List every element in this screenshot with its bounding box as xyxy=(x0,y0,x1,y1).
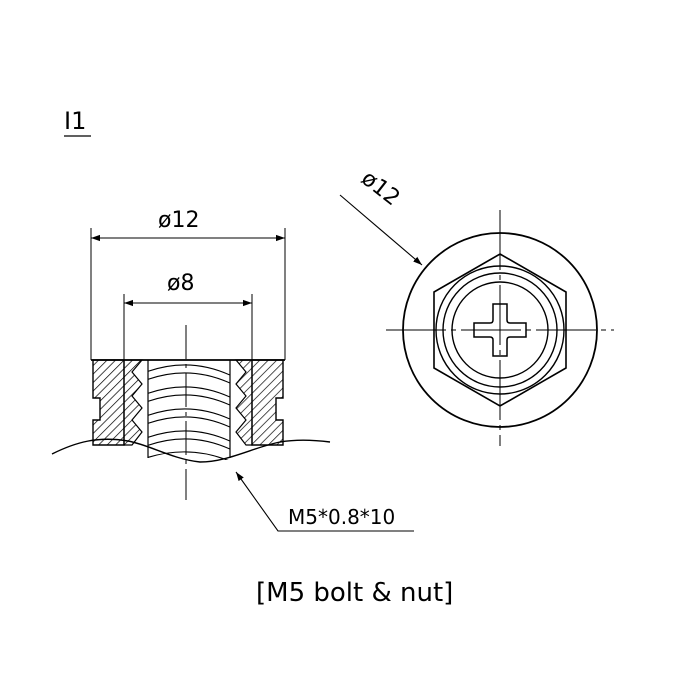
right-wall-section xyxy=(251,359,284,446)
thread-callout: M5*0.8*10 xyxy=(288,505,395,529)
knurl-teeth xyxy=(123,359,253,446)
top-view: ø12 xyxy=(339,166,614,446)
caption: [M5 bolt & nut] xyxy=(256,578,453,608)
side-inner-dia-label: ø8 xyxy=(167,271,194,296)
break-line xyxy=(51,438,331,463)
top-outer-dia-label: ø12 xyxy=(356,166,404,211)
hex-nut-icon xyxy=(433,253,567,407)
side-outer-dia-label: ø12 xyxy=(158,208,199,233)
thread-lines xyxy=(148,364,230,460)
phillips-cross-icon xyxy=(473,303,527,357)
view-label: I1 xyxy=(64,107,86,135)
outer-circle xyxy=(402,232,598,428)
thread-leader xyxy=(235,471,414,532)
left-wall-section xyxy=(92,359,125,446)
side-view: ø12 ø8 M5*0.8*10 xyxy=(51,208,414,532)
top-dia-leader xyxy=(339,194,423,266)
screw-head xyxy=(451,281,549,379)
